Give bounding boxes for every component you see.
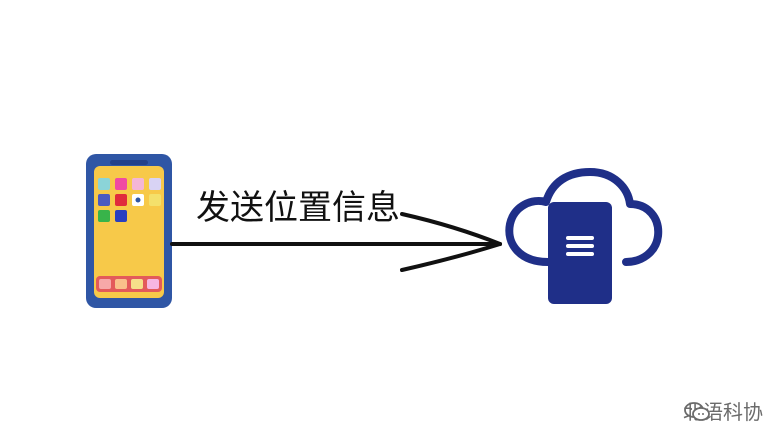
arrow	[170, 212, 502, 272]
watermark: 北语科协	[683, 400, 763, 424]
cloud-server-icon	[505, 168, 663, 304]
wechat-icon	[684, 402, 710, 421]
arrow-label: 发送位置信息	[196, 188, 400, 228]
phone-icon	[86, 154, 172, 308]
